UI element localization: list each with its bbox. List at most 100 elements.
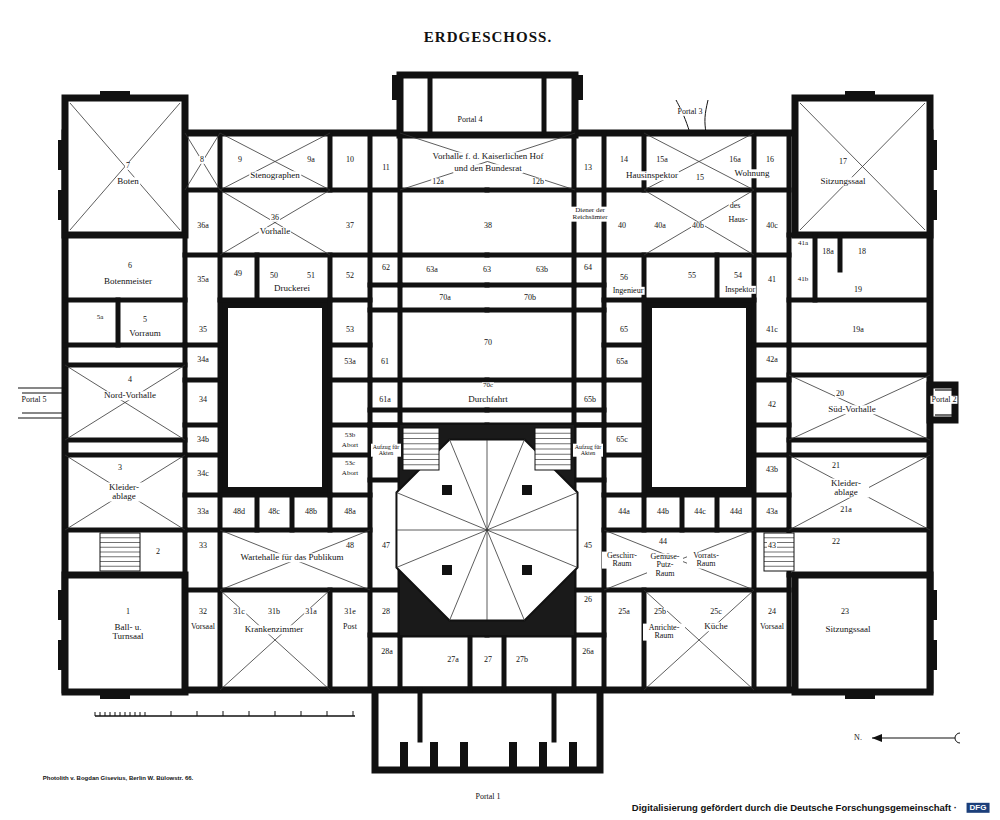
room-number: 9 (237, 156, 243, 164)
stair-step (764, 537, 794, 538)
room-number: 12a (431, 178, 445, 186)
room-number: 23 (840, 608, 850, 616)
room-number: 17 (838, 158, 848, 166)
room-number: 31e (343, 608, 357, 616)
stair-step (535, 438, 571, 439)
room-number: 64 (583, 264, 593, 272)
vault-line (220, 590, 330, 690)
portal-step (18, 387, 65, 388)
room-name: Geschirr- Raum (602, 552, 642, 569)
stair-step (403, 454, 439, 455)
room-number: 62 (381, 264, 391, 272)
room-name: Druckerei (273, 284, 311, 293)
vault-line (220, 530, 370, 590)
buttress (392, 75, 402, 100)
room-number: 19 (853, 286, 863, 294)
vault-line (644, 190, 754, 255)
room-number: 53 (345, 326, 355, 334)
room-number: 5 (142, 316, 148, 324)
wall (220, 298, 370, 303)
room-number: 42 (767, 401, 777, 409)
wall (328, 133, 333, 190)
vault-line (400, 133, 575, 190)
vault-line (65, 455, 185, 530)
scale-tick (249, 711, 250, 716)
wall (642, 300, 647, 495)
wall (502, 635, 507, 690)
wall (574, 633, 604, 638)
outer-wall (795, 98, 930, 235)
room-name: Vorhalle (259, 227, 291, 236)
stair-step (100, 552, 140, 553)
room-name: Stenographen (249, 171, 301, 180)
room-name: Haus- (727, 216, 748, 224)
wall (789, 298, 930, 303)
vault-line (220, 190, 330, 255)
room-number: 53c (344, 460, 356, 467)
room-number: 42a (765, 356, 779, 364)
stair-step (403, 443, 439, 444)
room-number: 36a (196, 222, 210, 230)
wall (604, 453, 644, 458)
scale-tick (353, 711, 354, 716)
wall (813, 235, 818, 300)
wall (552, 690, 557, 740)
room-name: Wartehalle für das Publikum (240, 553, 345, 562)
stair-step (403, 464, 439, 465)
vault-line (65, 365, 185, 440)
column (539, 742, 547, 768)
wall (185, 528, 370, 533)
room-number: 12b (531, 178, 545, 186)
wall (370, 308, 487, 313)
scale-tick (301, 711, 302, 716)
room-number: 25b (653, 608, 667, 616)
stair-step (764, 566, 794, 567)
scale-tick (171, 711, 172, 716)
portal-path (705, 100, 708, 133)
room-number: 24 (767, 608, 777, 616)
wall (642, 133, 647, 190)
room-number: 43 (767, 542, 777, 550)
room-number: 52 (345, 272, 355, 280)
wall (185, 253, 487, 258)
credit-note: Digitalisierung gefördert durch die Deut… (631, 803, 958, 813)
stair-step (764, 556, 794, 557)
room-number: 33 (198, 542, 208, 550)
buttress (927, 640, 937, 670)
wall (330, 453, 370, 458)
room-number: 9a (306, 156, 316, 164)
vault-line (220, 133, 330, 190)
wall (255, 495, 260, 530)
room-name: Ingenieur (612, 287, 645, 295)
wall (428, 75, 433, 133)
buttress (927, 140, 937, 170)
column (400, 742, 408, 768)
buttress (58, 590, 68, 620)
wall (185, 423, 220, 428)
wall (574, 588, 789, 593)
wall (789, 233, 930, 238)
title: ERDGESCHOSS. (423, 30, 553, 46)
room-number: 65 (619, 326, 629, 334)
wall (789, 528, 930, 533)
room-number: 38 (483, 222, 493, 230)
logo-text: DFG (967, 803, 990, 813)
stair-step (764, 561, 794, 562)
room-name: Kleider- ablage (823, 479, 869, 498)
room-number: 44a (617, 508, 631, 516)
room-number: 55 (687, 272, 697, 280)
stair-step (535, 443, 571, 444)
vault-line (789, 455, 930, 530)
room-number: 41c (765, 326, 779, 334)
scale-tick (115, 712, 116, 716)
stair-step (535, 464, 571, 465)
wall (604, 378, 644, 383)
wall (185, 453, 220, 458)
wall (328, 255, 333, 300)
stair-step (100, 561, 140, 562)
wall (370, 283, 400, 288)
wall (789, 573, 930, 578)
stair-step (403, 459, 439, 460)
room-name: Vorhalle f. d. Kaiserlichen Hof (432, 152, 545, 161)
